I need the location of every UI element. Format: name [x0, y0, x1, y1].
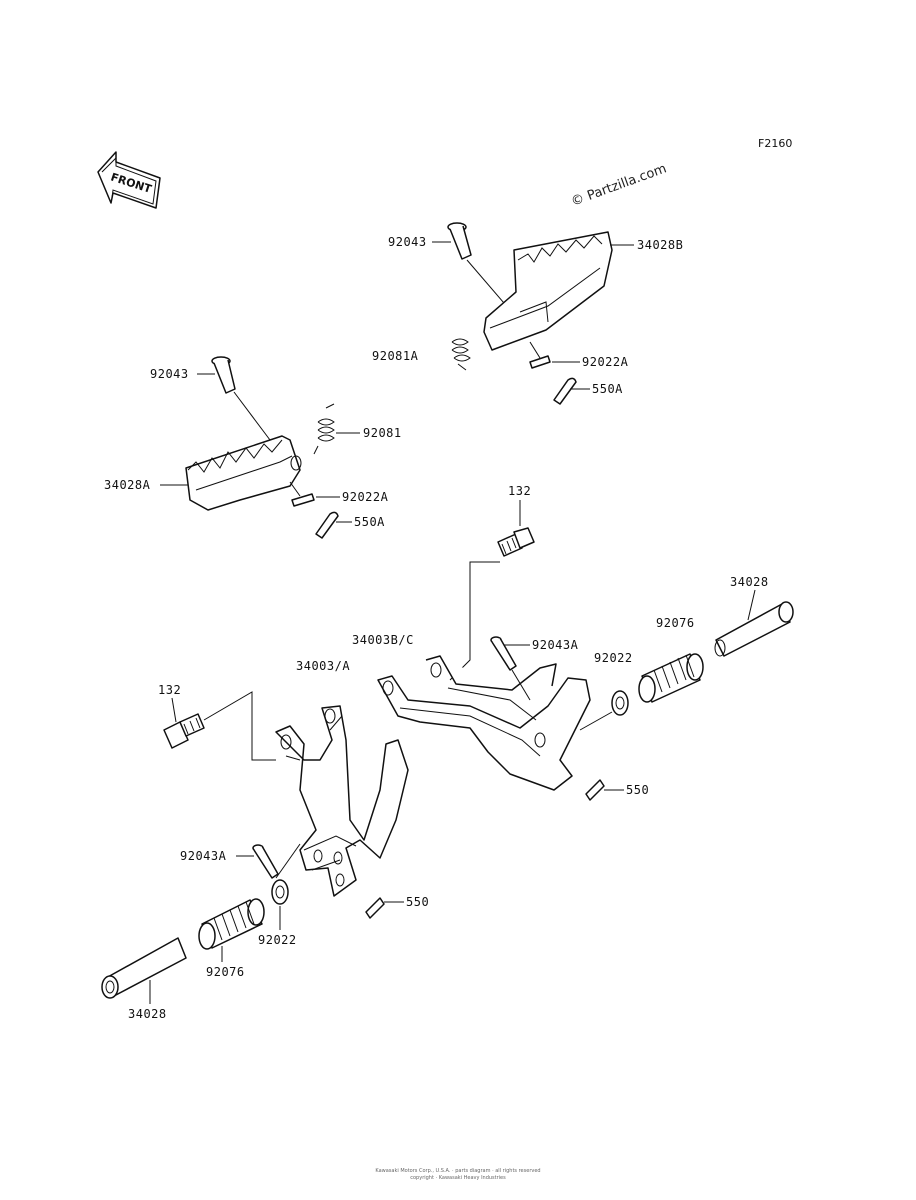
label-92022-left: 92022 — [258, 933, 297, 947]
cotter-550-right — [585, 779, 605, 801]
footer-line-1: Kawasaki Motors Corp., U.S.A. · parts di… — [375, 1168, 540, 1174]
front-arrow-icon: FRONT — [97, 151, 161, 209]
footpeg-34028-right — [714, 601, 794, 657]
bolt-132-right — [497, 527, 535, 557]
label-92022a-left: 92022A — [342, 490, 389, 504]
spring-92081 — [313, 403, 335, 455]
cotter-550a-left — [315, 511, 339, 539]
label-34028-left: 34028 — [128, 1007, 167, 1021]
label-92043-left: 92043 — [150, 367, 189, 381]
watermark: © Partzilla.com — [569, 161, 668, 209]
footpeg-rubber-92076-right — [638, 653, 704, 703]
pin-92043-left — [211, 356, 236, 394]
spring-92081a — [451, 338, 471, 371]
pin-92043a-left — [252, 844, 279, 879]
washer-92022-right — [611, 690, 629, 716]
label-550-right: 550 — [626, 783, 649, 797]
figure-code: F2160 — [758, 137, 792, 150]
label-34028b: 34028B — [637, 238, 683, 252]
label-550a-right: 550A — [592, 382, 623, 396]
label-550-left: 550 — [406, 895, 429, 909]
label-34003bc: 34003B/C — [352, 633, 414, 647]
label-34028a: 34028A — [104, 478, 151, 492]
bolt-132-left — [163, 713, 205, 749]
label-92043a-left: 92043A — [180, 849, 227, 863]
label-92022-right: 92022 — [594, 651, 633, 665]
label-92076-left: 92076 — [206, 965, 245, 979]
label-132-right: 132 — [508, 484, 531, 498]
label-34003a: 34003/A — [296, 659, 350, 673]
label-92076-right: 92076 — [656, 616, 695, 630]
pin-92022a-right — [529, 355, 551, 369]
washer-92022-left — [271, 879, 289, 905]
label-132-left: 132 — [158, 683, 181, 697]
label-34028-right: 34028 — [730, 575, 769, 589]
footpeg-34028-left — [101, 937, 187, 999]
label-92081: 92081 — [363, 426, 402, 440]
pin-92022a-left — [291, 493, 315, 507]
label-92081a: 92081A — [372, 349, 419, 363]
label-550a-left: 550A — [354, 515, 385, 529]
bracket-34003bc — [377, 655, 591, 791]
step-assembly-left — [185, 356, 339, 539]
footpeg-rubber-92076-left — [198, 898, 265, 950]
step-assembly-right — [447, 222, 613, 405]
label-92043a-right: 92043A — [532, 638, 579, 652]
pin-92043-right — [447, 222, 472, 260]
footer-line-2: copyright · Kawasaki Heavy Industries — [410, 1175, 506, 1181]
cotter-550a-right — [553, 377, 577, 405]
label-92022a-right: 92022A — [582, 355, 629, 369]
label-92043-right: 92043 — [388, 235, 427, 249]
bracket-34003a — [275, 705, 409, 897]
pin-92043a-right — [490, 636, 517, 671]
cotter-550-left — [365, 897, 385, 919]
